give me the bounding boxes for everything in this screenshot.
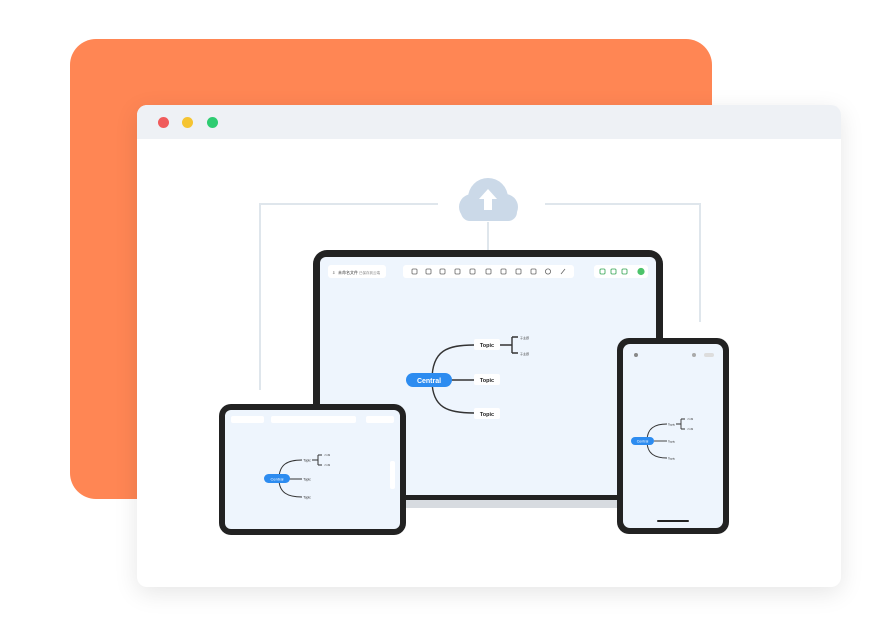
avatar-icon[interactable] — [637, 267, 645, 276]
browser-titlebar — [137, 105, 841, 139]
tablet-device: Central Topic Topic Topic 子主题 子主题 — [219, 404, 406, 535]
laptop-topic-node[interactable] — [474, 339, 500, 350]
insert-icon[interactable] — [515, 268, 522, 275]
cut-icon[interactable] — [500, 268, 507, 275]
svg-text:⇩: ⇩ — [332, 270, 335, 275]
laptop-right-toolbar — [594, 265, 648, 278]
emoji-icon[interactable] — [545, 268, 552, 275]
laptop-subtopic[interactable]: 子主题 — [520, 351, 529, 356]
style-icon[interactable] — [439, 268, 446, 275]
phone-subtopic[interactable]: 子主题 — [687, 417, 693, 421]
redo-icon[interactable] — [425, 268, 432, 275]
minimize-window-button[interactable] — [182, 117, 193, 128]
share-icon[interactable] — [610, 268, 617, 275]
settings-icon[interactable] — [621, 268, 628, 275]
svg-text:Topic: Topic — [480, 412, 494, 418]
undo-icon[interactable] — [411, 268, 418, 275]
tablet-toolbar — [231, 416, 395, 489]
laptop-topic-node[interactable] — [474, 408, 500, 419]
laptop-central-node[interactable] — [406, 373, 452, 387]
tablet-side-toolbar[interactable] — [390, 461, 395, 489]
laptop-subtopic[interactable]: 子主题 — [520, 335, 529, 340]
laptop-toolbar — [403, 265, 574, 278]
tablet-mindmap: Central Topic Topic Topic 子主题 子主题 — [264, 453, 330, 500]
phone-device: Central Topic Topic Topic 子主题 子主题 — [617, 338, 729, 534]
phone-topic-node[interactable]: Topic — [668, 457, 676, 461]
svg-text:Central: Central — [417, 378, 441, 385]
phone-topic-node[interactable]: Topic — [668, 440, 676, 444]
close-window-button[interactable] — [158, 117, 169, 128]
phone-subtopic[interactable]: 子主题 — [687, 427, 693, 431]
svg-text:Central: Central — [637, 440, 649, 444]
pen-icon[interactable] — [560, 268, 566, 275]
phone-home-indicator[interactable] — [657, 520, 689, 522]
tablet-topic-node[interactable]: Topic — [303, 478, 311, 482]
phone-share-icon[interactable] — [692, 353, 696, 357]
upload-cloud-icon — [459, 178, 518, 221]
phone-central-node[interactable] — [631, 437, 654, 445]
laptop-topic-node[interactable] — [474, 374, 500, 385]
laptop-file-title: 未命名文件 — [338, 269, 358, 275]
svg-text:Topic: Topic — [480, 378, 494, 384]
tablet-subtopic[interactable]: 子主题 — [324, 453, 330, 457]
tablet-topic-node[interactable]: Topic — [303, 496, 311, 500]
maximize-window-button[interactable] — [207, 117, 218, 128]
laptop-file-header: ⇩ 未命名文件 已保存到云端 — [328, 265, 386, 278]
export-icon[interactable] — [599, 268, 606, 275]
phone-menu-icon[interactable] — [634, 353, 638, 357]
outline-icon[interactable] — [454, 268, 461, 275]
tablet-central-node[interactable] — [264, 474, 290, 483]
svg-text:Central: Central — [271, 477, 284, 482]
laptop-save-status: 已保存到云端 — [359, 270, 380, 275]
tablet-subtopic[interactable]: 子主题 — [324, 463, 330, 467]
phone-mindmap: Central Topic Topic Topic 子主题 子主题 — [631, 417, 693, 461]
svg-text:Topic: Topic — [480, 343, 494, 349]
phone-more-icon[interactable] — [704, 353, 714, 357]
image-icon[interactable] — [530, 268, 537, 275]
tablet-topic-node[interactable]: Topic — [303, 459, 311, 463]
laptop-mindmap: Central Topic Topic Topic 子主题 子主题 — [406, 335, 529, 419]
copy-icon[interactable] — [469, 268, 476, 275]
sort-icon[interactable] — [485, 268, 492, 275]
sync-connector-lines — [259, 203, 701, 390]
phone-topic-node[interactable]: Topic — [668, 423, 676, 427]
